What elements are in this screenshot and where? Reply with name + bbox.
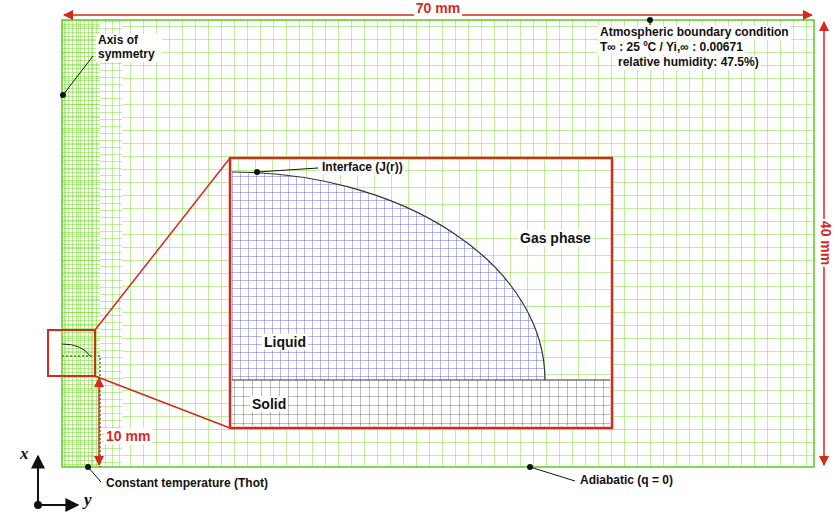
boundary-label: relative humidity: 47.5%) bbox=[616, 56, 761, 70]
boundary-label: T∞ : 25 ºC / Yi,∞ : 0.00671 bbox=[598, 41, 745, 55]
dimension-label: 40 mm bbox=[818, 219, 834, 267]
region-label: Gas phase bbox=[518, 230, 593, 246]
axis-label: y bbox=[84, 490, 92, 510]
region-label: Liquid bbox=[262, 334, 308, 350]
boundary-label: Axis of symmetry bbox=[96, 34, 162, 62]
region-label: Solid bbox=[250, 396, 288, 412]
interface-label: Interface (J(r)) bbox=[320, 161, 405, 175]
dimension-label: 10 mm bbox=[104, 428, 152, 444]
boundary-label: Atmospheric boundary condition bbox=[598, 26, 791, 40]
dimension-label: 70 mm bbox=[414, 0, 462, 16]
axis-label: x bbox=[20, 444, 29, 464]
boundary-label: Constant temperature (Thot) bbox=[104, 477, 270, 491]
boundary-label: Adiabatic (q = 0) bbox=[578, 474, 675, 488]
